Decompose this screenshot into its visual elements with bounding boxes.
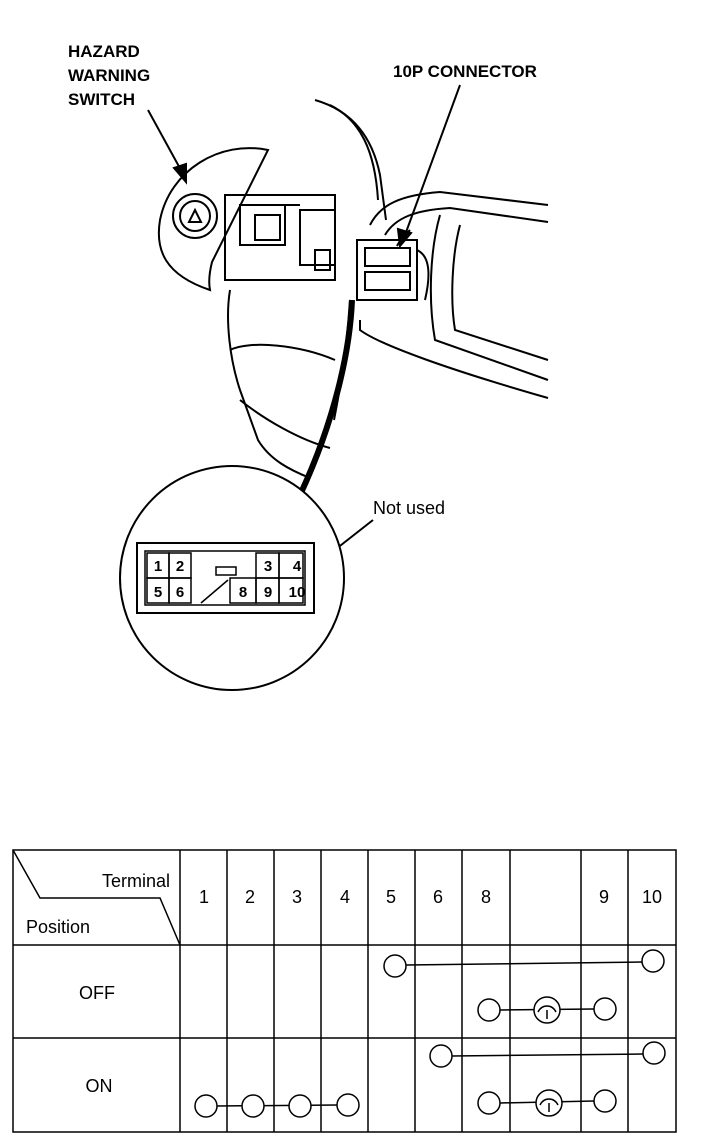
terminal-4: 4 bbox=[340, 887, 350, 907]
terminal-2: 2 bbox=[245, 887, 255, 907]
pin-1: 1 bbox=[154, 558, 162, 575]
pin-6: 6 bbox=[176, 584, 184, 601]
header-position: Position bbox=[26, 917, 90, 937]
continuity-table bbox=[12, 849, 677, 1133]
pin-3: 3 bbox=[264, 558, 272, 575]
hazard-arrow-icon bbox=[172, 162, 187, 185]
pin-10: 10 bbox=[289, 584, 306, 601]
terminal-9: 9 bbox=[599, 887, 609, 907]
pin-2: 2 bbox=[176, 558, 184, 575]
not-used-label: Not used bbox=[373, 498, 445, 518]
pin-8: 8 bbox=[239, 584, 247, 601]
position-off: OFF bbox=[79, 983, 115, 1003]
terminal-10: 10 bbox=[642, 887, 662, 907]
not-used-slash bbox=[200, 579, 229, 604]
connector-label: 10P CONNECTOR bbox=[393, 62, 537, 81]
position-on: ON bbox=[86, 1076, 113, 1096]
connector-key bbox=[215, 566, 237, 576]
terminal-headers: 1 2 3 4 5 6 8 9 10 bbox=[199, 887, 662, 907]
hazard-label-3: SWITCH bbox=[68, 90, 135, 109]
hazard-label-1: HAZARD bbox=[68, 42, 140, 61]
connector-arrow-icon bbox=[396, 227, 413, 249]
connector-pin-labels: 1 2 3 4 5 6 8 9 10 bbox=[154, 558, 306, 601]
terminal-8: 8 bbox=[481, 887, 491, 907]
bulb-icon bbox=[535, 1089, 563, 1117]
terminal-1: 1 bbox=[199, 887, 209, 907]
on-row-connections bbox=[194, 1041, 666, 1118]
header-terminal: Terminal bbox=[102, 871, 170, 891]
bulb-icon bbox=[533, 996, 561, 1024]
pin-5: 5 bbox=[154, 584, 162, 601]
terminal-5: 5 bbox=[386, 887, 396, 907]
pin-9: 9 bbox=[264, 584, 272, 601]
terminal-6: 6 bbox=[433, 887, 443, 907]
hazard-label-2: WARNING bbox=[68, 66, 150, 85]
off-row-connections bbox=[383, 949, 665, 1024]
pin-4: 4 bbox=[293, 558, 302, 575]
connector-zoom bbox=[119, 465, 345, 691]
terminal-3: 3 bbox=[292, 887, 302, 907]
switch-illustration bbox=[157, 99, 549, 497]
